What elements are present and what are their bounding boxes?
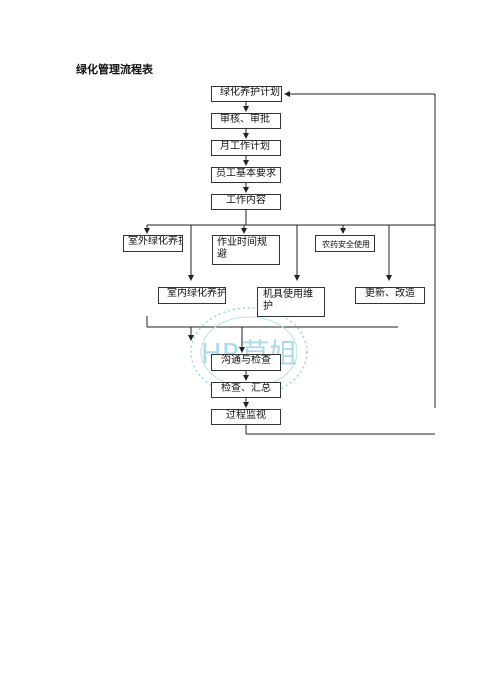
node-pesticide-safety: 农药安全使用 — [315, 235, 375, 252]
node-communicate-check: 沟通与检查 — [211, 354, 281, 371]
node-renewal: 更新、改造 — [355, 287, 425, 304]
node-work-content: 工作内容 — [211, 194, 281, 210]
node-indoor-greening: 室内绿化养护 — [158, 287, 226, 304]
node-staff-requirements: 员工基本要求 — [211, 167, 281, 183]
node-review: 审核、审批 — [211, 113, 281, 129]
page-title: 绿化管理流程表 — [76, 63, 153, 76]
node-machine-maintenance: 机具使用维护 — [257, 287, 325, 317]
node-monthly-plan: 月工作计划 — [211, 140, 281, 156]
node-process-monitor: 过程监视 — [211, 409, 281, 425]
node-inspect-summary: 检查、汇总 — [211, 382, 281, 398]
node-plan: 绿化养护计划 — [211, 86, 282, 102]
node-work-time-avoidance: 作业时间规避 — [212, 235, 280, 265]
node-outdoor-greening: 室外绿化养护 — [123, 235, 183, 252]
